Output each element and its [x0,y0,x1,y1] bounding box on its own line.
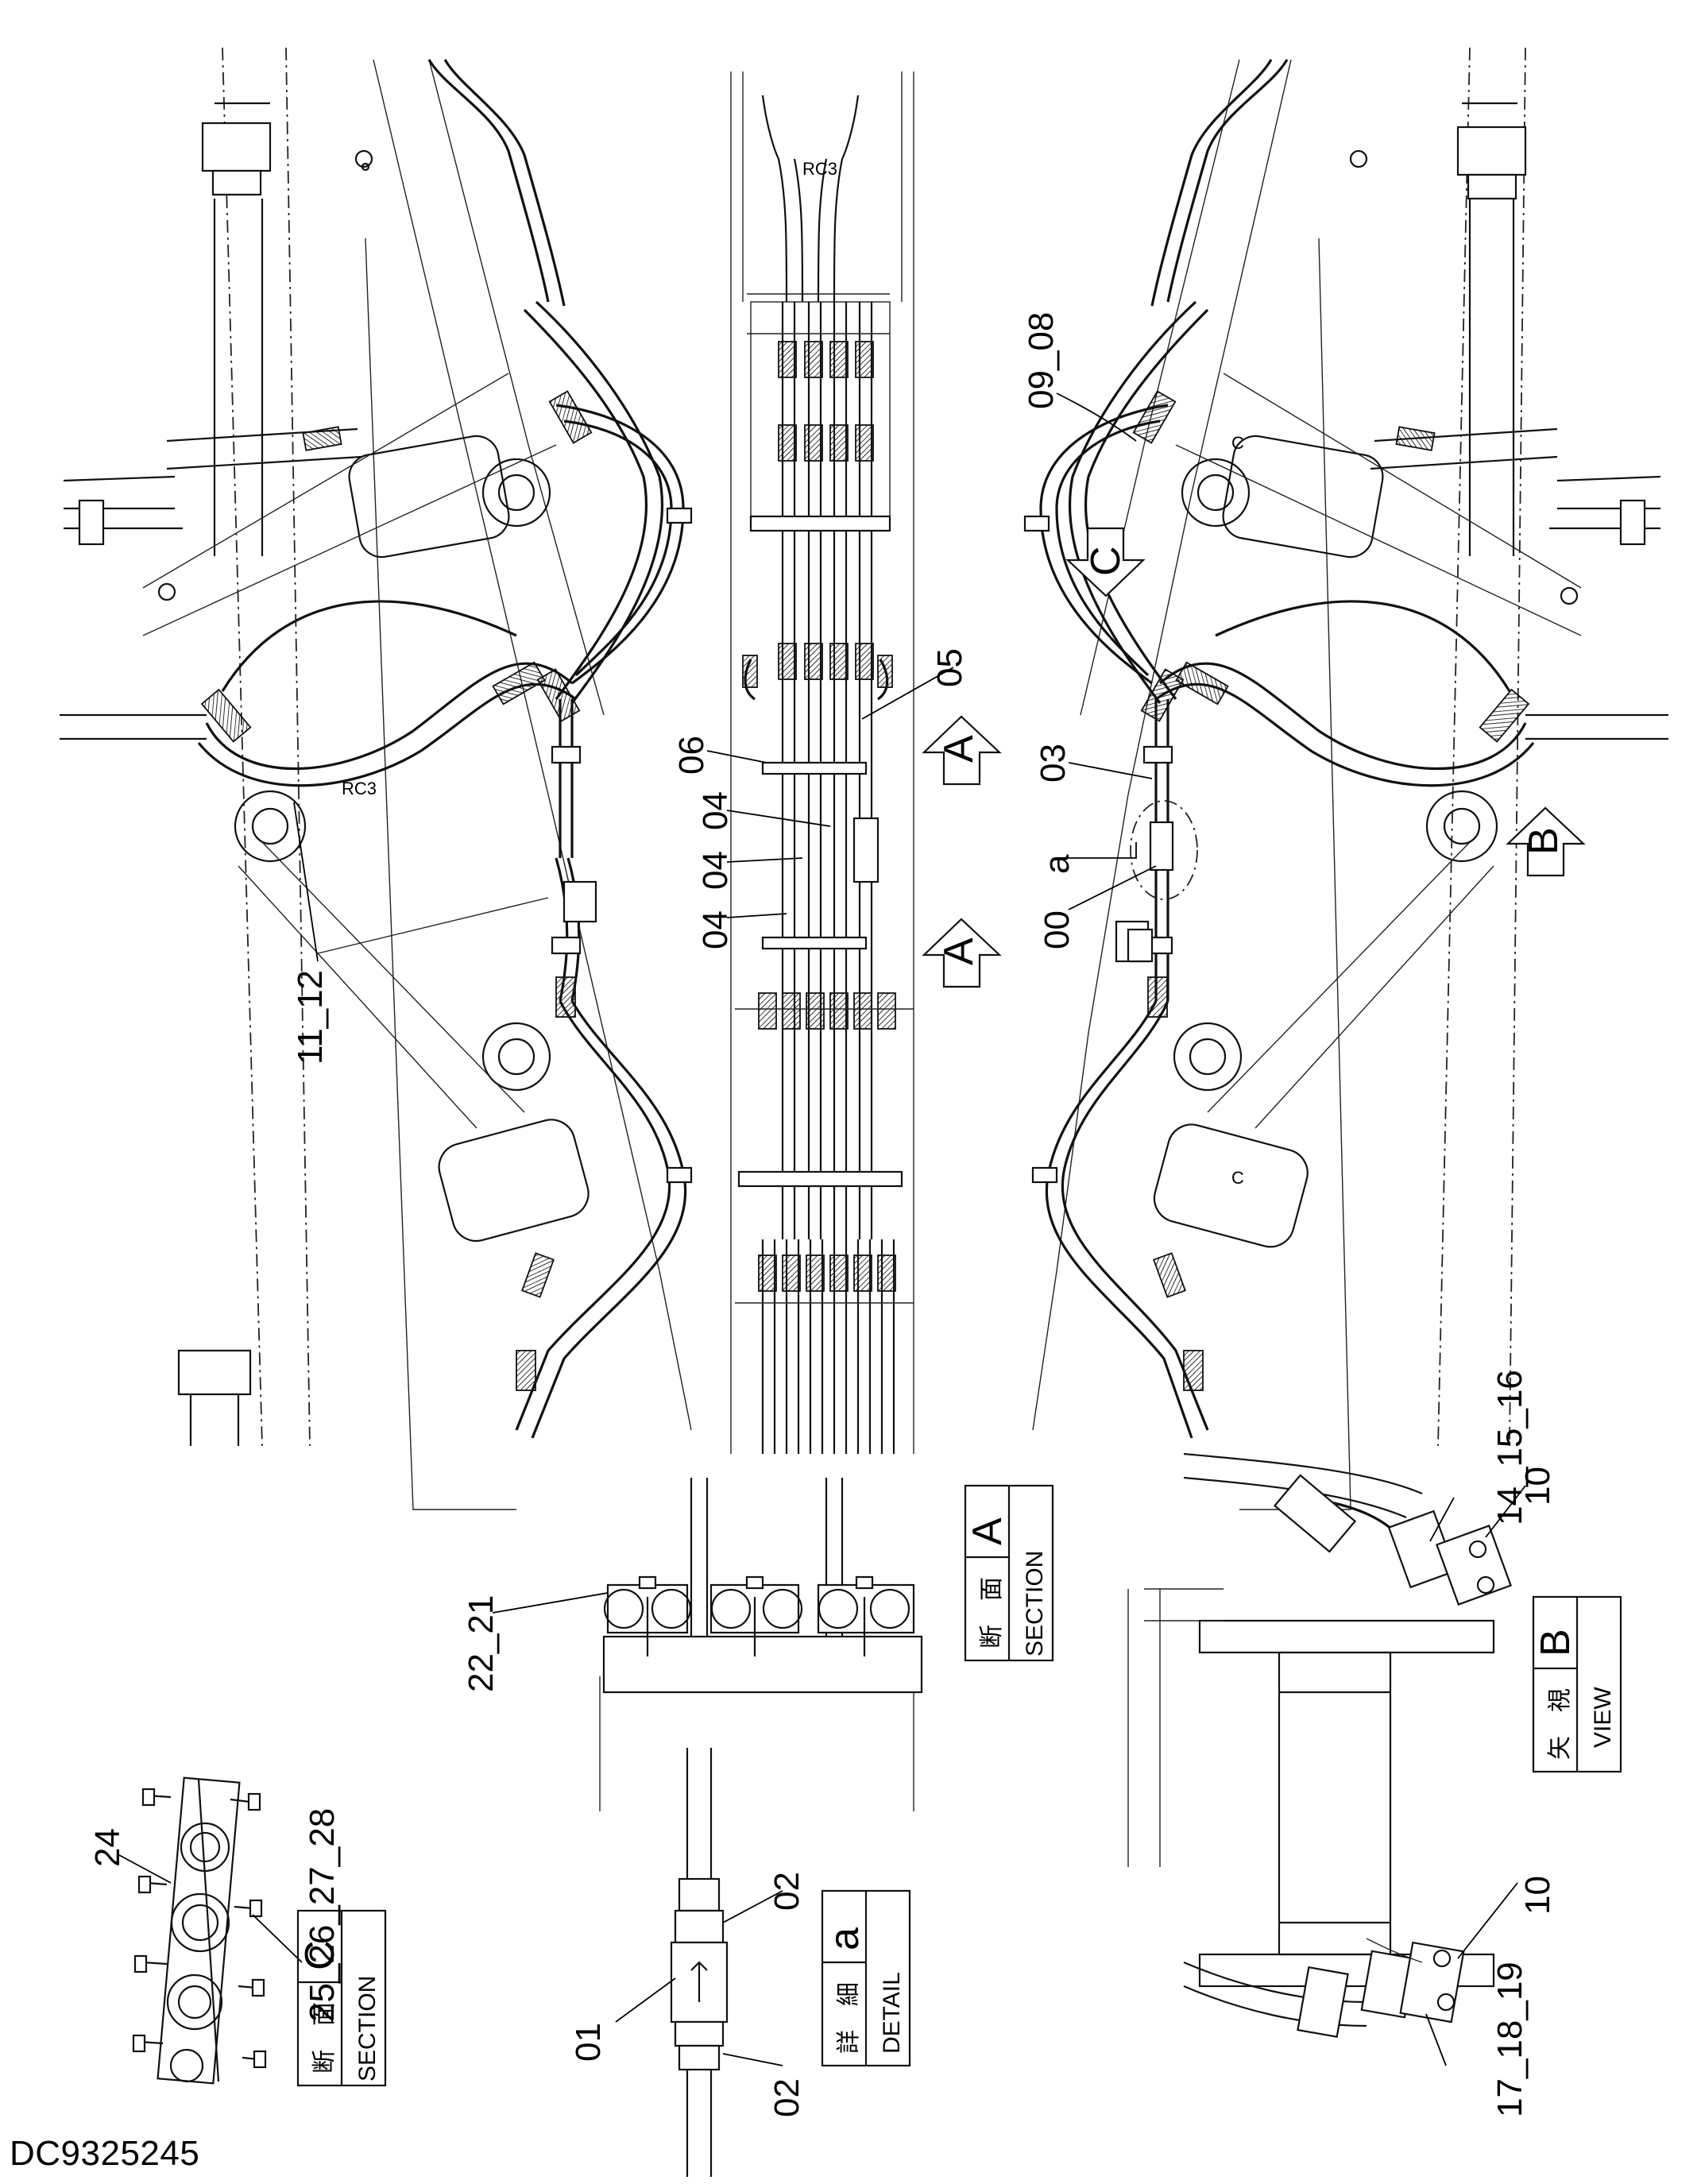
section-c-label-box: 断 面 SECTION C [296,1909,387,2087]
svg-text:SECTION: SECTION [1022,1551,1048,1656]
svg-text:A: A [936,735,982,763]
callout-11-12: 11_12 [291,802,330,1065]
callout-04-c: 04 [696,791,831,830]
section-c-view: 24 25_26_27_28 [88,1776,342,2085]
callout-02-upper: 02 [722,1872,806,1923]
section-a-view: 22_21 [462,1478,923,1811]
right-boom-assembly: C C [1023,47,1668,1510]
callout-00: 00 [1038,865,1157,949]
svg-text:DETAIL: DETAIL [879,1972,905,2054]
svg-text:24: 24 [88,1828,127,1867]
svg-text:詳 細: 詳 細 [836,1982,862,2054]
svg-text:C: C [1083,546,1129,576]
callout-10-lower: 10 [1457,1876,1557,1959]
view-arrow-a-upper: A [922,715,1002,786]
section-a-label-box: 断 面 SECTION A [964,1484,1054,1662]
svg-text:10: 10 [1518,1467,1557,1506]
svg-text:11_12: 11_12 [291,970,330,1065]
callout-24: 24 [88,1828,172,1884]
callout-02-lower: 02 [722,2053,806,2117]
callout-04-b: 04 [696,851,803,890]
svg-text:17_18_19: 17_18_19 [1490,1962,1529,2117]
callout-14-15-16: 14_15_16 [1429,1370,1529,1542]
svg-text:a: a [1038,854,1077,874]
plate-mark-c-right-lower: C [1231,1168,1244,1188]
svg-text:06: 06 [672,736,711,775]
view-arrow-b: B [1506,806,1586,877]
drawing-number: DC9325245 [10,2134,200,2173]
callout-09-08: 09​_08 [1022,312,1137,442]
svg-text:A: A [936,937,982,965]
svg-text:09​_08: 09​_08 [1022,312,1061,409]
svg-text:25_26_27_28: 25_26_27_28 [303,1808,342,2022]
view-b: 14_15_16 10 10 17_18_19 [1127,1370,1557,2117]
svg-text:14_15_16: 14_15_16 [1490,1370,1529,1525]
svg-text:B: B [1521,827,1567,855]
callout-04-a: 04 [696,910,787,949]
svg-text:A: A [965,1517,1011,1545]
svg-text:10: 10 [1518,1876,1557,1915]
svg-text:VIEW: VIEW [1590,1687,1616,1748]
view-arrow-a-lower: A [922,918,1002,988]
callout-a-detail-ref: a [1038,842,1137,874]
callout-25-28: 25_26_27_28 [252,1808,342,2022]
svg-text:02: 02 [767,2078,806,2117]
center-hose-bundle: RC3 [730,72,914,1454]
callout-17-18-19: 17_18_19 [1425,1962,1529,2117]
svg-text:a: a [822,1927,868,1950]
left-boom-assembly: RC3 [60,47,693,1510]
callout-01: 01 [569,1977,676,2062]
plate-mark-rc3: RC3 [342,779,377,798]
callout-05: 05 [861,648,969,720]
svg-text:02: 02 [767,1872,806,1911]
plate-mark-c-right: C [1231,433,1244,453]
view-b-label-box: 矢 視 VIEW B [1532,1595,1622,1773]
svg-text:矢 視: 矢 視 [1547,1688,1573,1760]
svg-text:断 面: 断 面 [979,1577,1005,1649]
svg-text:SECTION: SECTION [354,1976,381,2082]
svg-text:04: 04 [696,851,735,890]
view-arrow-c: C [1065,527,1146,597]
svg-text:03: 03 [1034,744,1073,783]
callout-06: 06 [672,736,767,775]
callout-22-21: 22_21 [462,1592,609,1692]
detail-a-view: 02 02 01 [569,1748,806,2177]
plate-mark-rc3-center: RC3 [802,159,837,179]
svg-text:01: 01 [569,2023,608,2062]
svg-text:04: 04 [696,910,735,949]
svg-text:断 面: 断 面 [311,2002,338,2074]
svg-text:B: B [1533,1629,1579,1656]
svg-text:00: 00 [1038,910,1077,949]
detail-a-label-box: 詳 細 DETAIL a [821,1889,911,2067]
callout-03: 03 [1034,744,1153,783]
svg-text:05: 05 [930,648,969,687]
svg-text:C: C [297,1940,343,1970]
callout-10-upper: 10 [1485,1467,1557,1538]
svg-text:22_21: 22_21 [462,1595,501,1692]
